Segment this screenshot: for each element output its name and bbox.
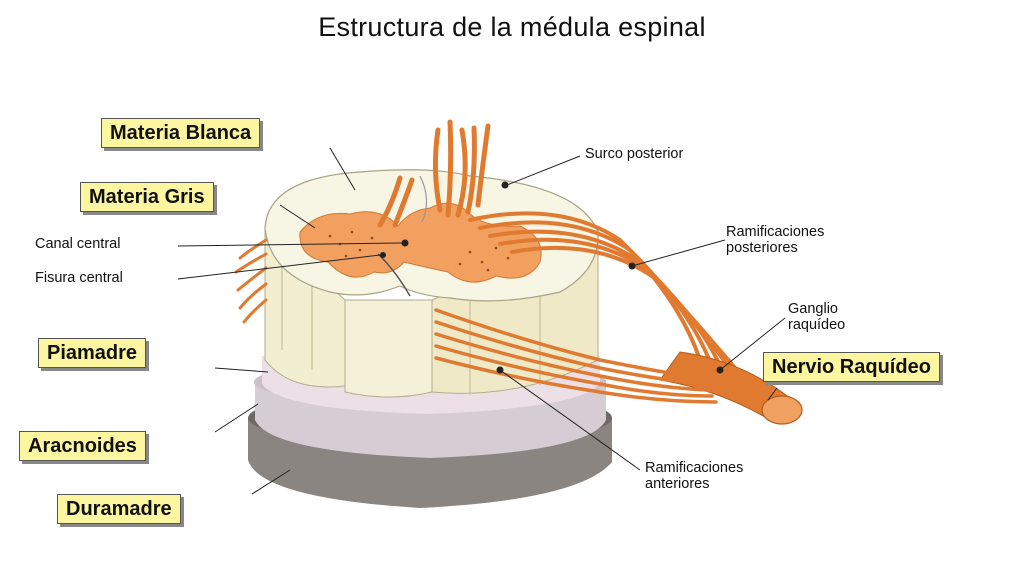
label-ganglio-raquideo: Ganglio raquídeo [788, 301, 845, 333]
cross-section-top [264, 169, 599, 302]
label-ganglio-raquideo-line2: raquídeo [788, 317, 846, 333]
label-ramificaciones-anteriores-line2: anteriores [645, 476, 710, 492]
diagram-title: Estructura de la médula espinal [318, 12, 706, 42]
label-canal-central: Canal central [35, 236, 121, 252]
dorsal-rootlets [377, 119, 491, 228]
label-ramificaciones-anteriores-line1: Ramificaciones [645, 460, 744, 476]
label-surco-posterior: Surco posterior [585, 146, 684, 162]
label-ganglio-raquideo-line1: Ganglio [788, 301, 838, 317]
label-ramificaciones-posteriores-line1: Ramificaciones [726, 224, 825, 240]
label-materia-gris: Materia Gris [80, 182, 214, 212]
leader-lines [177, 147, 786, 495]
label-materia-blanca: Materia Blanca [101, 118, 261, 148]
label-ramificaciones-posteriores: Ramificaciones posteriores [726, 224, 824, 256]
left-rootlets [234, 238, 268, 324]
label-aracnoides: Aracnoides [19, 431, 146, 461]
label-nervio-raquideo: Nervio Raquídeo [763, 352, 940, 382]
label-ramificaciones-posteriores-line2: posteriores [726, 240, 798, 256]
label-piamadre: Piamadre [38, 338, 147, 368]
anterior-branches [434, 308, 718, 404]
label-fisura-central: Fisura central [35, 270, 123, 286]
spinal-nerve-trunk [659, 351, 803, 425]
label-duramadre: Duramadre [57, 494, 181, 524]
label-ramificaciones-anteriores: Ramificaciones anteriores [645, 460, 743, 492]
posterior-branches [468, 211, 742, 376]
